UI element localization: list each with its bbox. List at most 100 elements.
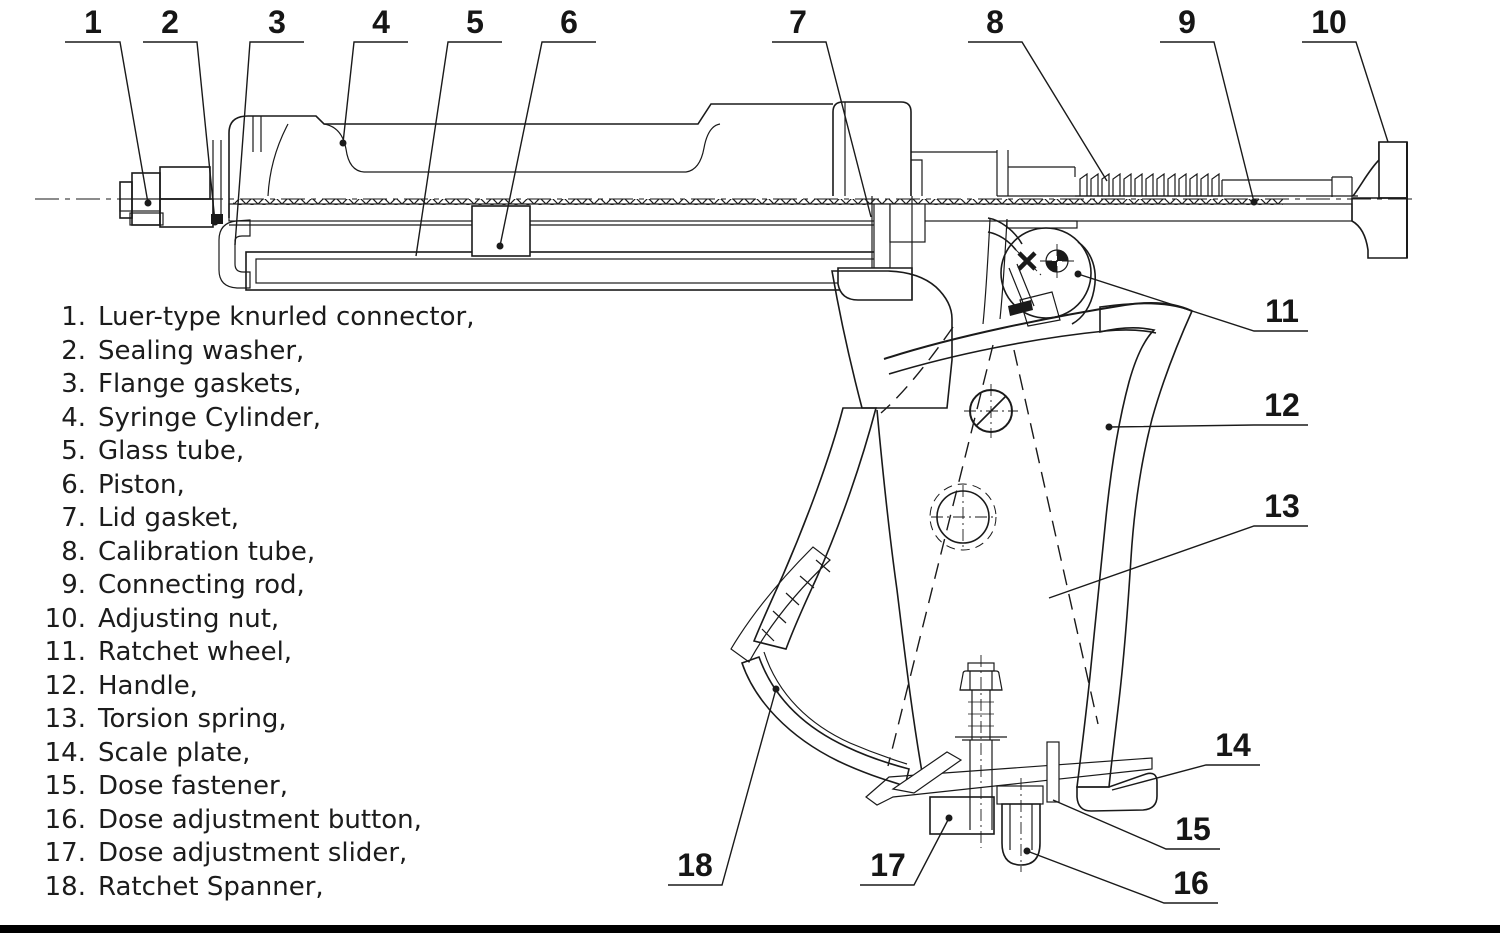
callout-18: 18 — [668, 685, 780, 886]
part-ratchet-wheel — [987, 217, 1096, 327]
legend-item-3: 3. Flange gaskets, — [30, 368, 474, 402]
legend-label: Ratchet wheel, — [98, 637, 293, 667]
part-glass-tube — [245, 251, 889, 291]
callout-number-9: 9 — [1178, 4, 1196, 40]
legend-label: Adjusting nut, — [98, 603, 280, 634]
frame-front-block — [831, 270, 953, 409]
legend-label: Torsion spring, — [98, 704, 287, 734]
legend-label: Piston, — [98, 469, 185, 500]
part-calibration-tube — [911, 150, 1223, 197]
callout-16: 16 — [1023, 847, 1218, 904]
callout-11: 11 — [1074, 270, 1308, 332]
callout-number-11: 11 — [1265, 293, 1299, 329]
legend-number: 3. — [61, 369, 86, 399]
legend-item-15: 15. Dose fastener, — [30, 770, 474, 804]
legend-item-9: 9. Connecting rod, — [30, 569, 474, 603]
grip-group — [730, 217, 1194, 872]
part-flange-gaskets — [211, 140, 251, 289]
legend-number: 14. — [44, 737, 86, 768]
part-torsion-spring-hidden — [880, 326, 1099, 767]
legend-number: 4. — [61, 402, 86, 433]
legend-number: 9. — [61, 570, 86, 600]
legend-item-12: 12.Handle, — [30, 670, 474, 704]
callout-number-17: 17 — [870, 847, 906, 883]
legend-number: 10. — [44, 603, 86, 634]
legend-number: 16. — [44, 804, 86, 835]
legend-number: 8. — [61, 536, 86, 567]
callout-number-8: 8 — [986, 4, 1004, 40]
callout-15: 15 — [1052, 799, 1220, 850]
barrel-tube-section — [228, 199, 1353, 226]
legend-item-4: 4. Syringe Cylinder, — [30, 402, 474, 436]
callouts-group: 1 2 3 4 5 6 7 8 — [65, 4, 1389, 904]
legend-item-1: 1.Luer-type knurled connector, — [30, 301, 474, 335]
legend-item-10: 10. Adjusting nut, — [30, 603, 474, 637]
grip-base-block — [929, 785, 1044, 835]
callout-number-13: 13 — [1264, 488, 1300, 524]
callout-10: 10 — [1302, 4, 1389, 143]
legend-number: 17. — [44, 838, 86, 868]
parts-legend: 1.Luer-type knurled connector, 2. Sealing… — [30, 301, 475, 904]
legend-item-14: 14. Scale plate, — [30, 737, 474, 771]
part-ratchet-spanner — [740, 651, 910, 788]
part-dose-adjustment-button — [1001, 778, 1041, 872]
callout-12: 12 — [1105, 387, 1308, 431]
legend-number: 7. — [61, 503, 86, 533]
legend-label: Calibration tube, — [98, 536, 316, 567]
legend-item-2: 2. Sealing washer, — [30, 335, 474, 369]
spanner-ratchet-teeth — [730, 546, 831, 663]
callout-number-3: 3 — [268, 4, 286, 40]
part-luer-connector — [119, 166, 214, 228]
callout-9: 9 — [1160, 4, 1258, 206]
callout-2: 2 — [143, 4, 219, 226]
part-scale-plate — [865, 757, 1153, 806]
part-connecting-rod — [997, 176, 1358, 197]
barrel-group — [119, 101, 1408, 301]
frame-front-strap — [752, 407, 878, 650]
bottom-bar — [0, 925, 1500, 933]
legend-label: Ratchet Spanner, — [98, 871, 324, 902]
legend-label: Sealing washer, — [98, 335, 305, 366]
legend-number: 11. — [44, 637, 86, 667]
callout-number-12: 12 — [1264, 387, 1300, 423]
part-pump-body — [832, 101, 923, 196]
legend-number: 18. — [44, 871, 86, 902]
legend-item-16: 16. Dose adjustment button, — [30, 804, 474, 838]
legend-number: 2. — [61, 335, 86, 366]
callout-13: 13 — [1048, 488, 1308, 599]
legend-number: 15. — [44, 771, 86, 801]
callout-number-5: 5 — [466, 4, 484, 40]
legend-item-11: 11. Ratchet wheel, — [30, 636, 474, 670]
callout-number-2: 2 — [161, 4, 179, 40]
callout-17: 17 — [860, 814, 953, 886]
legend-label: Flange gaskets, — [98, 369, 302, 399]
handle-foot — [1076, 772, 1158, 812]
part-handle — [1076, 302, 1194, 788]
legend-item-7: 7.Lid gasket, — [30, 502, 474, 536]
legend-label: Connecting rod, — [98, 570, 305, 600]
frame-inner-curve — [888, 329, 1157, 375]
part-dose-fastener — [891, 741, 1060, 803]
callout-number-7: 7 — [789, 4, 807, 40]
grip-front-edge — [982, 218, 1008, 325]
callout-number-16: 16 — [1173, 865, 1209, 901]
legend-label: Scale plate, — [98, 737, 251, 768]
callout-8: 8 — [968, 4, 1108, 182]
callout-1: 1 — [65, 4, 152, 207]
legend-item-6: 6.Piston, — [30, 469, 474, 503]
legend-item-13: 13.Torsion spring, — [30, 703, 474, 737]
legend-item-8: 8. Calibration tube, — [30, 536, 474, 570]
frame-screw — [964, 384, 1018, 438]
callout-4: 4 — [339, 4, 408, 147]
legend-label: Dose fastener, — [98, 771, 288, 801]
part-lid-gasket — [837, 196, 926, 301]
callout-number-10: 10 — [1311, 4, 1347, 40]
callout-7: 7 — [772, 4, 872, 218]
legend-label: Syringe Cylinder, — [98, 402, 321, 433]
legend-label: Glass tube, — [98, 436, 245, 466]
legend-label: Dose adjustment slider, — [98, 838, 408, 868]
callout-number-4: 4 — [372, 4, 390, 40]
legend-label: Dose adjustment button, — [98, 804, 422, 835]
